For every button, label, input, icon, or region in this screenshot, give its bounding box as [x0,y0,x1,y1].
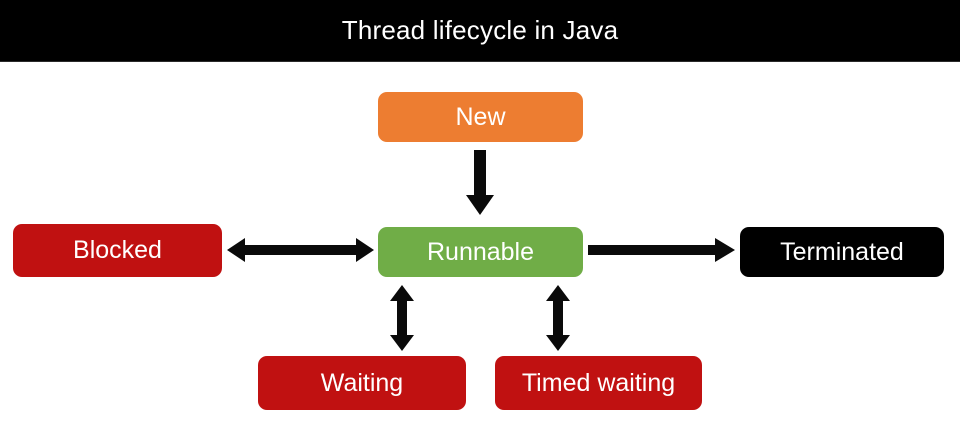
node-runnable: Runnable [378,227,583,277]
node-blocked: Blocked [13,224,222,277]
node-terminated: Terminated [740,227,944,277]
arrow-new-to-runnable-icon [466,150,494,215]
node-terminated-label: Terminated [780,237,904,266]
node-waiting-label: Waiting [320,368,404,397]
title-bar: Thread lifecycle in Java [0,0,960,61]
node-blocked-label: Blocked [73,236,162,264]
node-waiting: Waiting [258,356,466,410]
node-new-label: New [455,102,506,131]
arrow-runnable-timed-waiting-twoway-icon [546,285,570,351]
arrow-runnable-to-terminated-icon [588,238,735,262]
node-timed-waiting: Timed waiting [495,356,702,410]
node-timed-waiting-label: Timed waiting [521,368,676,397]
node-runnable-label: Runnable [426,237,535,266]
page-title: Thread lifecycle in Java [341,15,619,45]
node-new: New [378,92,583,142]
arrow-blocked-runnable-twoway-icon [227,238,374,262]
arrow-runnable-waiting-twoway-icon [390,285,414,351]
